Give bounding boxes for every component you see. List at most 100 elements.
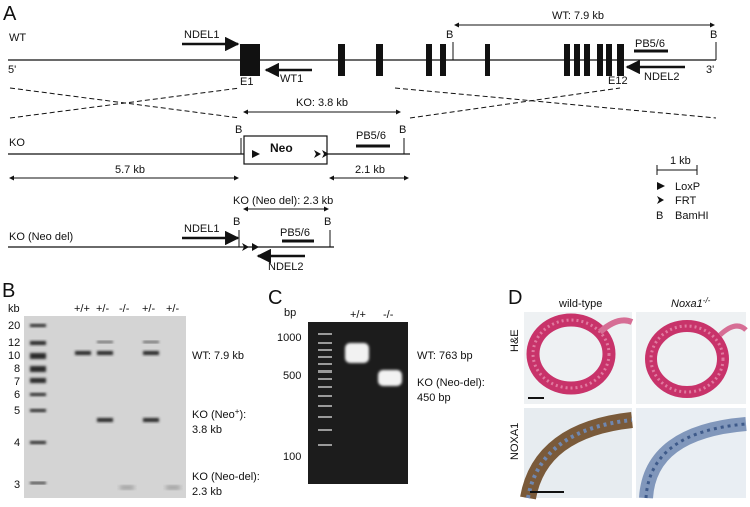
legend-frt-label: FRT — [675, 195, 696, 207]
ko-neodel-row-label: KO (Neo del) — [9, 231, 73, 243]
frt-icon — [242, 243, 249, 251]
panel-d: D wild-type Noxa1-/- H&E NOXA1 — [508, 287, 748, 500]
panel-b-letter: B — [2, 280, 15, 302]
band-neodel-label-line2: 2.3 kb — [192, 486, 222, 498]
frt-icon — [657, 196, 664, 204]
exon — [338, 44, 345, 76]
ladder-band — [318, 370, 332, 373]
bamhi-site-label: B — [233, 216, 240, 228]
pcr-band-wt-label: WT: 763 bp — [417, 350, 473, 362]
ladder-band — [318, 416, 332, 418]
exon — [426, 44, 432, 76]
ladder-tick: 6 — [14, 389, 20, 401]
wt-row-label: WT — [9, 32, 26, 44]
lane-label: +/+ — [74, 303, 90, 315]
exon — [485, 44, 490, 76]
three-prime-label: 3' — [706, 64, 714, 76]
band-faint — [97, 341, 113, 343]
legend-bamhi-symbol: B — [656, 210, 663, 222]
lane-label: +/- — [166, 303, 179, 315]
ladder-band — [30, 353, 46, 359]
band-wt — [75, 351, 91, 355]
probe-pb56-label: PB5/6 — [356, 130, 386, 142]
ladder-band — [318, 429, 332, 431]
wt-fragment-label: WT: 7.9 kb — [552, 10, 604, 22]
pcr-band-wt — [345, 343, 369, 363]
frt-icon — [322, 150, 329, 158]
elastic-lamina — [649, 324, 725, 394]
ko-neodel-fragment-label: KO (Neo del): 2.3 kb — [233, 195, 333, 207]
ko-row-label: KO — [9, 137, 25, 149]
ko-left-span-label: 5.7 kb — [115, 164, 145, 176]
exon-blocks — [240, 44, 624, 76]
elastic-lamina — [531, 318, 611, 390]
lane-label: +/+ — [350, 309, 366, 321]
exon — [574, 44, 580, 76]
ladder-band — [318, 395, 332, 397]
primer-ndel1-label: NDEL1 — [184, 223, 219, 235]
ladder-tick: 3 — [14, 479, 20, 491]
pcr-band-ko — [378, 370, 402, 386]
legend: 1 kb LoxP FRT B BamHI — [656, 155, 709, 222]
bamhi-site-label: B — [324, 216, 331, 228]
ladder-band — [318, 444, 332, 446]
southern-lane-labels: +/+ +/- -/- +/- +/- — [74, 303, 179, 315]
pcr-axis-unit: bp — [284, 307, 296, 319]
ladder-band — [30, 324, 46, 327]
band-ko — [143, 418, 159, 422]
band-wt-label: WT: 7.9 kb — [192, 350, 244, 362]
ladder-tick: 7 — [14, 376, 20, 388]
band-neodel-label-line1: KO (Neo-del): — [192, 471, 260, 483]
pcr-ladder-tick: 1000 — [277, 332, 301, 344]
exon — [376, 44, 383, 76]
ladder-band — [318, 356, 332, 358]
nuclei — [526, 418, 633, 499]
panel-c-letter: C — [268, 287, 282, 309]
ladder-band — [30, 366, 46, 372]
ladder-tick: 12 — [8, 337, 20, 349]
probe-pb56-label: PB5/6 — [280, 227, 310, 239]
band-ko-label-line1: KO (Neo+): — [192, 407, 246, 422]
adventitia — [598, 317, 634, 335]
loxp-icon — [657, 182, 665, 190]
southern-axis-unit: kb — [8, 303, 20, 315]
exon-e1-label: E1 — [240, 76, 253, 88]
ladder-band — [318, 405, 332, 407]
bamhi-site-label: B — [235, 124, 242, 136]
ko-right-span-label: 2.1 kb — [355, 164, 385, 176]
panel-a-letter: A — [3, 3, 17, 25]
primer-ndel1-label: NDEL1 — [184, 29, 219, 41]
pcr-ladder-tick: 500 — [283, 370, 301, 382]
recombination-lines — [9, 87, 717, 119]
ko-fragment-label: KO: 3.8 kb — [296, 97, 348, 109]
ladder-tick: 8 — [14, 363, 20, 375]
ladder-tick: 5 — [14, 405, 20, 417]
loxp-icon — [252, 150, 260, 158]
legend-bamhi-label: BamHI — [675, 210, 709, 222]
exon — [584, 44, 590, 76]
panel-b: B kb +/+ +/- -/- +/- +/- 20 12 10 8 7 6 … — [2, 280, 260, 498]
ladder-band — [318, 363, 332, 365]
pcr-ladder-tick: 100 — [283, 451, 301, 463]
bamhi-site-label: B — [710, 29, 717, 41]
lane-label: +/- — [142, 303, 155, 315]
exon — [564, 44, 570, 76]
lane-label: +/- — [96, 303, 109, 315]
ladder-band — [30, 393, 46, 396]
band-neodel — [120, 486, 134, 489]
row-label-he: H&E — [509, 329, 521, 352]
bamhi-site-label: B — [446, 29, 453, 41]
panel-c: C bp +/+ -/- 1000 500 100 WT: 763 bp KO … — [268, 287, 485, 484]
exon-e12-label: E12 — [608, 75, 628, 87]
ladder-tick: 20 — [8, 320, 20, 332]
band-wt — [97, 351, 113, 355]
scale-bar-label: 1 kb — [670, 155, 691, 167]
pcr-band-ko-label-line2: 450 bp — [417, 392, 451, 404]
exon-e1 — [240, 44, 260, 76]
pcr-band-ko-label-line1: KO (Neo-del): — [417, 377, 485, 389]
col-label-knockout: Noxa1-/- — [671, 296, 711, 311]
exon — [597, 44, 603, 76]
ladder-band — [318, 342, 332, 344]
ladder-tick: 4 — [14, 437, 20, 449]
